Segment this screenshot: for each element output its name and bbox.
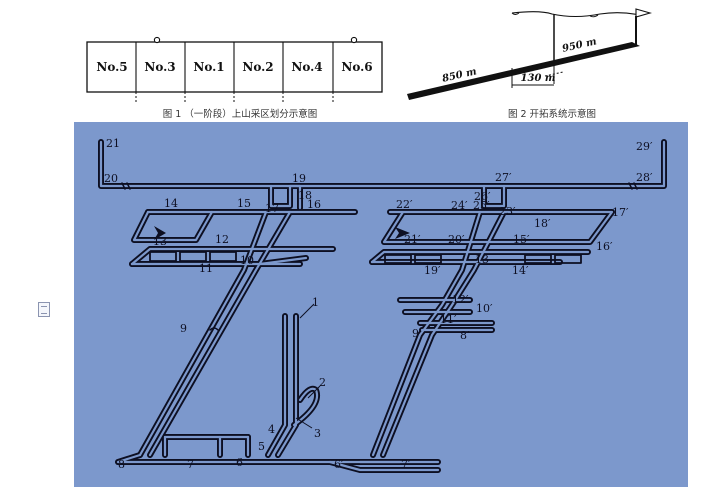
node-labels-right: 29′ 28′ 27′ 26′ 25′ 24′ 23′ 22′ 21′ 20′ …	[334, 140, 653, 471]
figure-2-caption: 图 2 开拓系统示意图	[508, 108, 596, 120]
node-label: 7	[187, 458, 194, 471]
node-label: 5	[258, 440, 265, 453]
node-label: 19	[292, 172, 306, 185]
figure-1-caption: 图 1 （一阶段）上山采区划分示意图	[163, 108, 318, 120]
zone-label: No.3	[144, 60, 175, 74]
shaft-marker	[153, 36, 161, 44]
figure-2: 850 m 950 m 130 m 图 2 开拓系统示意图	[407, 8, 653, 120]
node-label: 8′	[460, 329, 470, 342]
node-label: 11	[199, 262, 213, 275]
document-icon[interactable]	[38, 302, 50, 317]
node-label: 2	[319, 376, 326, 389]
node-label: 6′	[334, 458, 344, 471]
node-label: 12′	[452, 293, 469, 306]
node-label: 17′	[612, 206, 629, 219]
node-label: 24′	[451, 199, 468, 212]
node-label: 29′	[636, 140, 653, 153]
zone-label: No.5	[96, 60, 127, 74]
node-label: 1	[312, 296, 319, 309]
ground-surface	[511, 11, 641, 18]
layout-panel	[74, 122, 688, 487]
node-label: 13	[153, 235, 167, 248]
node-label: 21′	[404, 233, 421, 246]
node-label: 20′	[448, 233, 465, 246]
node-label: 3	[314, 427, 321, 440]
zone-label: No.2	[242, 60, 273, 74]
node-label: 8	[118, 458, 125, 471]
arrow-icon	[635, 8, 653, 18]
roadway-network	[98, 139, 667, 473]
node-label: 28′	[636, 171, 653, 184]
node-label: 9	[180, 322, 187, 335]
node-labels-left: 21 20 19 18 17 16 15 14 13 12 11 10 9 8 …	[104, 137, 326, 471]
zone-label: No.6	[341, 60, 372, 74]
node-label: 22′	[396, 198, 413, 211]
node-label: 26′	[474, 190, 491, 203]
node-label: 25′	[473, 199, 490, 212]
node-label: 10	[240, 254, 254, 267]
node-label: 16′	[596, 240, 613, 253]
node-label: 19′	[424, 264, 441, 277]
node-label: 18	[298, 189, 312, 202]
distance-label: 130 m	[521, 73, 556, 84]
node-label: 21	[106, 137, 120, 150]
node-label: 18′	[534, 217, 551, 230]
node-label: 6	[236, 456, 243, 469]
arrow-icon	[154, 226, 166, 240]
node-label: 10′	[476, 302, 493, 315]
figure-1: No.5 No.3 No.1 No.2 No.4 No.6 图 1 （一阶段）上…	[86, 36, 383, 120]
node-label: 7′	[401, 458, 411, 471]
node-label: 14′	[512, 264, 529, 277]
node-label: 13	[475, 253, 489, 266]
shaft-marker	[350, 36, 358, 44]
node-label: 15	[237, 197, 251, 210]
node-label: 4	[268, 423, 275, 436]
incline-roadway	[407, 42, 640, 100]
node-label: 11′	[440, 313, 457, 326]
arrow-icon	[395, 227, 410, 239]
figure-3: 21 20 19 18 17 16 15 14 13 12 11 10 9 8 …	[74, 122, 688, 487]
node-label: 14	[164, 197, 178, 210]
zone-label: No.4	[291, 60, 322, 74]
node-label: 16	[307, 198, 321, 211]
node-label: 23′	[499, 205, 516, 218]
zone-label: No.1	[193, 60, 224, 74]
node-label: 15′	[513, 233, 530, 246]
node-label: 27′	[495, 171, 512, 184]
node-label: 20	[104, 172, 118, 185]
node-label: 12	[215, 233, 229, 246]
node-label: 17	[265, 202, 279, 215]
node-label: 9′	[412, 327, 422, 340]
